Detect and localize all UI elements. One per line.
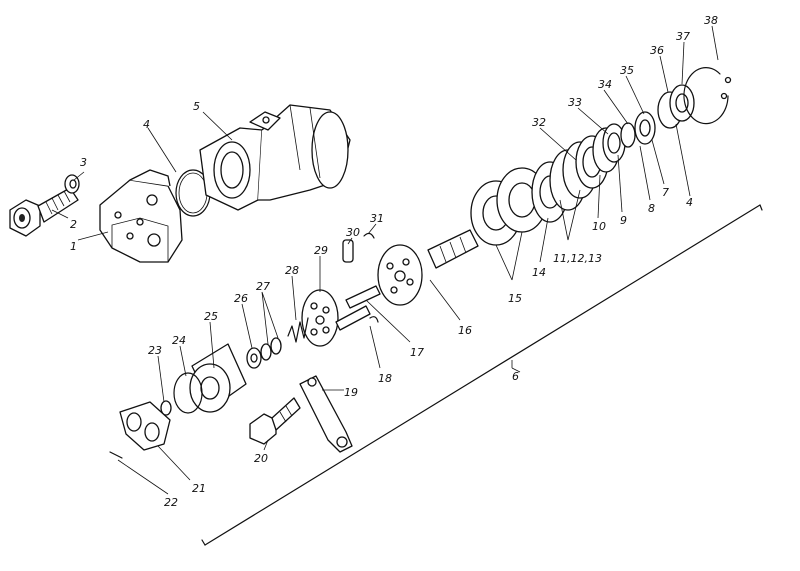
- label-part-22: 22: [164, 496, 178, 509]
- part-plate-21: [119, 401, 171, 451]
- label-part-4-left: 4: [143, 118, 150, 131]
- label-part-9: 9: [620, 214, 627, 227]
- label-part-30: 30: [346, 226, 360, 239]
- label-part-3: 3: [80, 156, 87, 169]
- part-bolt-lower: [249, 397, 301, 445]
- part-pin-30: [342, 239, 354, 263]
- label-part-1: 1: [70, 240, 77, 253]
- label-part-10: 10: [592, 220, 606, 233]
- label-part-24: 24: [172, 334, 186, 347]
- label-part-25: 25: [204, 310, 218, 323]
- assembly-axis-line: [201, 204, 763, 546]
- label-part-17: 17: [410, 346, 424, 359]
- label-part-28: 28: [285, 264, 299, 277]
- label-part-23: 23: [148, 344, 162, 357]
- part-clip-31: [363, 232, 375, 239]
- label-parts-11-12-13: 11,12,13: [553, 252, 602, 265]
- label-part-15: 15: [508, 292, 522, 305]
- part-seal-34-35: [620, 111, 656, 148]
- part-washers-27: [260, 337, 282, 361]
- part-cover-block: [99, 169, 183, 263]
- label-part-8: 8: [648, 202, 655, 215]
- label-part-37: 37: [676, 30, 690, 43]
- label-part-21: 21: [192, 482, 206, 495]
- label-part-4-right: 4: [686, 196, 693, 209]
- part-spring-28: [287, 317, 309, 343]
- part-plug-23: [160, 400, 172, 416]
- label-part-14: 14: [532, 266, 546, 279]
- label-part-18: 18: [378, 372, 392, 385]
- part-lever-19: [299, 375, 353, 453]
- label-part-2: 2: [70, 218, 77, 231]
- label-part-6: 6: [512, 370, 519, 383]
- part-cylinder-25: [189, 343, 247, 413]
- part-ring-36-37: [657, 84, 695, 129]
- label-part-27: 27: [256, 280, 270, 293]
- label-part-33: 33: [568, 96, 582, 109]
- label-part-26: 26: [234, 292, 248, 305]
- part-labels: 2 3 1 4 5 6 7 8 9 10 11,12,13 14 15 16 1…: [70, 14, 718, 509]
- label-part-19: 19: [344, 386, 358, 399]
- part-ring-32-33: [592, 123, 626, 173]
- label-part-20: 20: [254, 452, 268, 465]
- part-pistons-18: [335, 285, 381, 331]
- part-housing: [199, 104, 351, 211]
- label-part-36: 36: [650, 44, 664, 57]
- label-part-16: 16: [458, 324, 472, 337]
- label-part-5: 5: [193, 100, 200, 113]
- part-washer-3: [64, 174, 80, 194]
- label-part-32: 32: [532, 116, 546, 129]
- label-part-38: 38: [704, 14, 718, 27]
- part-plate-29: [301, 289, 339, 347]
- part-oring-24: [173, 372, 203, 414]
- part-bolt-upper: [9, 187, 79, 237]
- leader-lines: [51, 25, 719, 495]
- part-pin-22: [109, 451, 123, 459]
- label-part-29: 29: [314, 244, 328, 257]
- label-part-31: 31: [370, 212, 384, 225]
- part-retaining-ring-38: [683, 67, 732, 125]
- label-part-34: 34: [598, 78, 612, 91]
- label-part-7: 7: [662, 186, 669, 199]
- part-washer-26: [246, 347, 262, 369]
- part-drive-shaft: [377, 229, 479, 306]
- label-part-35: 35: [620, 64, 634, 77]
